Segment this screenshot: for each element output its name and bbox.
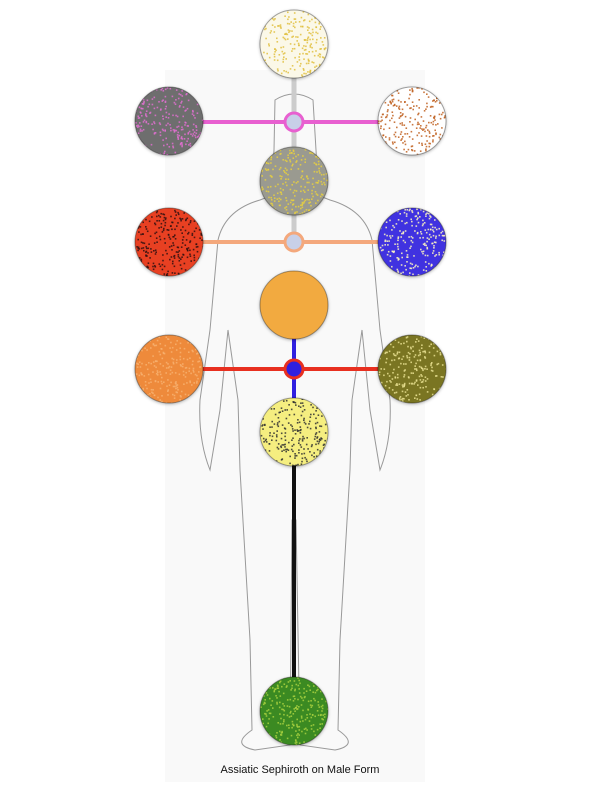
sephirah-chokmah[interactable] bbox=[134, 86, 204, 157]
sephirah-binah[interactable] bbox=[377, 86, 448, 156]
sephirah-chesed[interactable] bbox=[377, 207, 447, 277]
sephirah-malkuth[interactable] bbox=[259, 676, 329, 746]
sephirah-yesod[interactable] bbox=[259, 397, 329, 468]
sephirah-geburah[interactable] bbox=[134, 207, 205, 277]
daath-node-middle bbox=[283, 231, 305, 253]
sephirah-tiphareth[interactable] bbox=[259, 270, 329, 340]
sephirah-hod[interactable] bbox=[134, 334, 205, 405]
body-outline bbox=[199, 93, 391, 751]
sephirah-tiphareth-upper[interactable] bbox=[259, 146, 329, 216]
sephirah-netzach[interactable] bbox=[377, 334, 448, 405]
junction-node bbox=[283, 358, 305, 380]
diagram-caption: Assiatic Sephiroth on Male Form bbox=[220, 764, 380, 776]
daath-node-upper bbox=[283, 111, 305, 133]
sephirah-kether[interactable] bbox=[259, 9, 329, 79]
